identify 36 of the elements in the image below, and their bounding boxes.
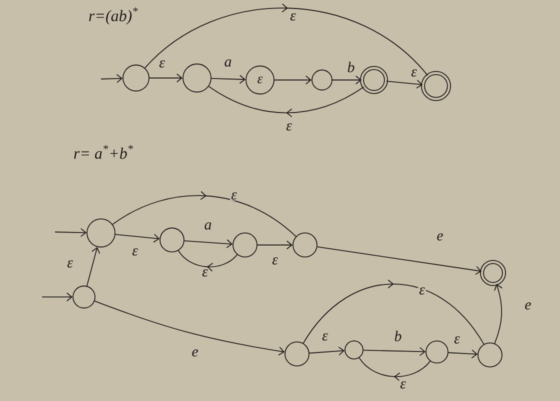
arrow xyxy=(184,239,233,248)
arrow xyxy=(114,234,160,243)
arrow xyxy=(274,76,312,84)
arrow xyxy=(386,80,423,89)
arrow xyxy=(94,300,285,356)
state-circle xyxy=(122,64,150,92)
state-circle xyxy=(182,64,212,92)
state-circle xyxy=(160,228,184,252)
double-circle xyxy=(480,260,506,286)
state-circle xyxy=(86,218,116,248)
state-circle xyxy=(292,232,318,258)
state-circle xyxy=(312,70,332,90)
arrow xyxy=(100,74,123,83)
state-circle xyxy=(344,340,364,360)
state-circle xyxy=(426,340,448,364)
double-circle xyxy=(421,71,451,101)
arrow xyxy=(316,246,482,275)
arrow xyxy=(257,240,293,250)
arrow xyxy=(494,284,503,344)
formula: r= a$^{*}$+b$^{*}$ xyxy=(74,145,133,159)
edge-label: b xyxy=(393,330,403,342)
state-circle xyxy=(72,286,96,308)
arrow xyxy=(42,292,73,302)
state-circle xyxy=(284,342,310,366)
arrow xyxy=(308,346,345,356)
double-circle xyxy=(360,66,388,94)
arrow xyxy=(448,350,478,358)
arrow xyxy=(332,76,362,84)
arrow xyxy=(86,246,100,286)
state-circle xyxy=(478,342,502,368)
arrow xyxy=(211,74,246,84)
formula: r=(ab)$^{*}$ xyxy=(89,7,138,24)
arrow xyxy=(149,74,183,82)
arrow xyxy=(363,347,426,356)
arrow xyxy=(54,228,87,237)
state-circle xyxy=(232,232,258,258)
